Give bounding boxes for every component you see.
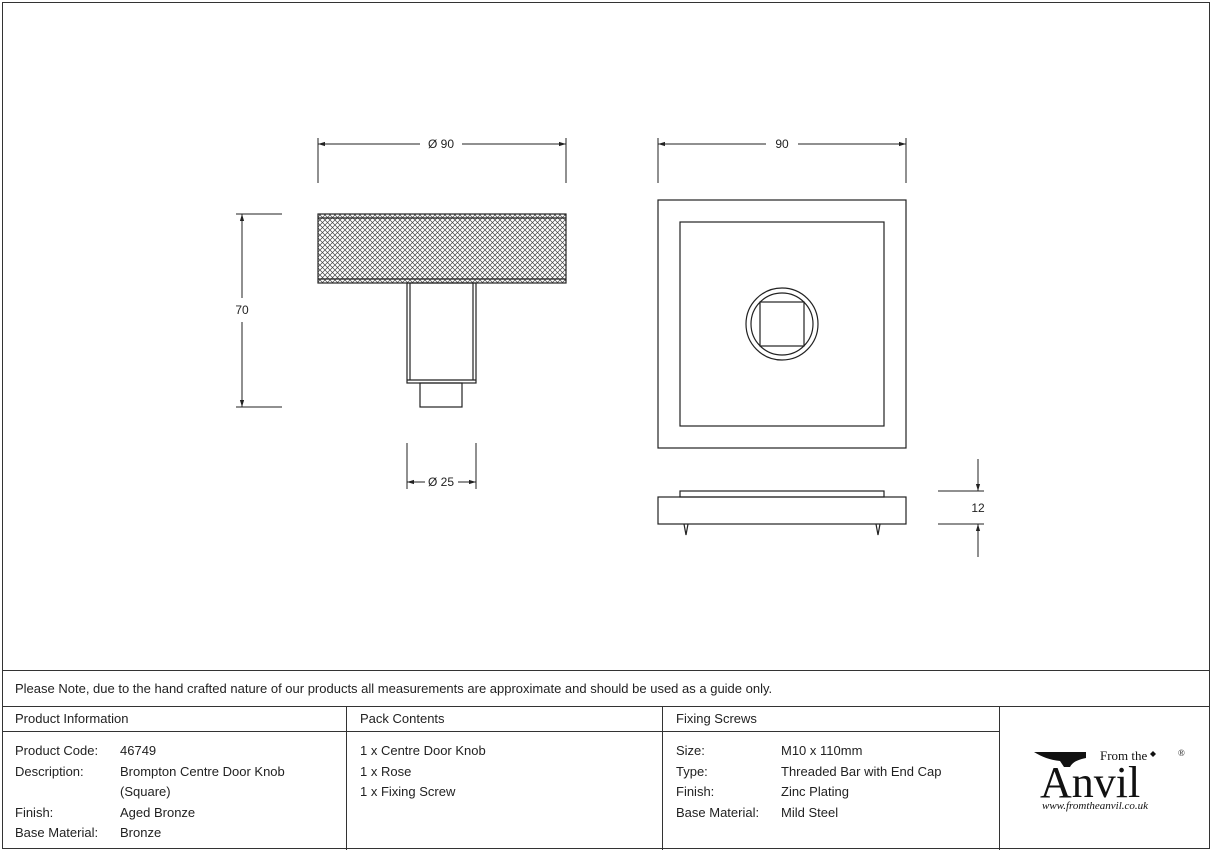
product-info-row: Description: Brompton Centre Door Knob (15, 762, 346, 783)
pack-item: 1 x Fixing Screw (360, 784, 456, 799)
row-value: Zinc Plating (781, 784, 849, 799)
dimension-label-knob-height: 70 (235, 303, 249, 317)
rose-outer (657, 199, 907, 449)
row-label: Finish: (15, 804, 54, 820)
rose-inner-face (679, 221, 885, 427)
rose-side-view (657, 490, 907, 536)
rose-base-plate (657, 496, 907, 525)
info-table: Product Information Product Code: 46749 D… (2, 706, 1210, 850)
knob-spindle (406, 282, 477, 384)
dimension-rose-width (657, 138, 907, 183)
diamond-icon (1150, 751, 1156, 757)
fixing-screws-row: Size: M10 x 110mm (676, 741, 999, 762)
dimension-spindle-diameter (406, 443, 477, 489)
row-value: M10 x 110mm (781, 743, 863, 758)
dimension-rose-depth (938, 459, 984, 557)
technical-drawing: Ø 90 70 Ø 25 (235, 137, 985, 557)
pack-contents-column: Pack Contents 1 x Centre Door Knob 1 x R… (347, 707, 663, 850)
pack-item: 1 x Centre Door Knob (360, 743, 486, 758)
row-label: Description: (15, 763, 84, 779)
brand-logo: From the ® Anvil www.fromtheanvil.co.uk (1000, 707, 1210, 850)
knob-base-circle-inner (750, 292, 814, 356)
row-value: Mild Steel (781, 804, 839, 820)
dimension-label-spindle-diameter: Ø 25 (428, 475, 454, 489)
logo-brand: Anvil (1040, 758, 1140, 807)
product-info-heading: Product Information (2, 707, 346, 732)
pack-contents-heading: Pack Contents (347, 707, 662, 732)
row-value: Aged Bronze (120, 804, 196, 820)
logo-registered: ® (1178, 748, 1185, 758)
knob-spigot (419, 382, 463, 408)
knob-base-circle-outer (745, 287, 819, 361)
dimension-knob-height (236, 213, 282, 408)
row-value: Bronze (120, 825, 162, 840)
fixing-screws-row: Base Material: Mild Steel (676, 803, 999, 824)
dimension-label-rose-depth: 12 (971, 501, 985, 515)
fixing-screws-rows: Size: M10 x 110mm Type: Threaded Bar with … (663, 732, 999, 823)
logo-from-the: From the (1100, 748, 1148, 763)
dimension-label-rose-width: 90 (775, 137, 789, 151)
dimension-label-knob-diameter: Ø 90 (428, 137, 454, 151)
row-label: Type: (676, 763, 708, 779)
rose-pin-left (683, 523, 689, 536)
rose-raised-face (679, 490, 885, 498)
product-info-row: Product Code: 46749 (15, 741, 346, 762)
rose-front-view (657, 199, 907, 449)
rose-pin-right (875, 523, 881, 536)
product-info-row: Base Material: Bronze (15, 823, 346, 844)
fixing-screws-row: Type: Threaded Bar with End Cap (676, 762, 999, 783)
fixing-screws-row: Finish: Zinc Plating (676, 782, 999, 803)
product-info-row: (Square) (15, 782, 346, 803)
knob-side-view (317, 213, 567, 408)
pack-contents-list: 1 x Centre Door Knob 1 x Rose 1 x Fixing… (347, 732, 662, 803)
product-info-row: Finish: Aged Bronze (15, 803, 346, 824)
row-value: Threaded Bar with End Cap (781, 763, 942, 779)
measurement-note: Please Note, due to the hand crafted nat… (2, 670, 1210, 707)
square-spindle-hole (759, 301, 805, 347)
product-info-rows: Product Code: 46749 Description: Brompton … (2, 732, 346, 844)
fixing-screws-column: Fixing Screws Size: M10 x 110mm Type: Thre… (663, 707, 1000, 850)
row-value: (Square) (120, 784, 171, 799)
row-label: Base Material: (676, 804, 760, 820)
row-label: Finish: (676, 784, 715, 799)
dimension-knob-diameter (317, 138, 567, 183)
row-label: Product Code: (15, 743, 99, 758)
row-value: 46749 (120, 743, 157, 758)
product-info-column: Product Information Product Code: 46749 D… (2, 707, 347, 850)
pack-item: 1 x Rose (360, 763, 412, 779)
logo-url: www.fromtheanvil.co.uk (1042, 800, 1149, 812)
row-label: Size: (676, 743, 705, 758)
fixing-screws-heading: Fixing Screws (663, 707, 999, 732)
row-value: Brompton Centre Door Knob (120, 763, 285, 779)
row-label (15, 782, 120, 803)
knob-head (317, 213, 567, 284)
row-label: Base Material: (15, 825, 99, 840)
anvil-icon (1034, 752, 1086, 767)
anvil-logo: From the ® Anvil www.fromtheanvil.co.uk (1034, 748, 1185, 812)
